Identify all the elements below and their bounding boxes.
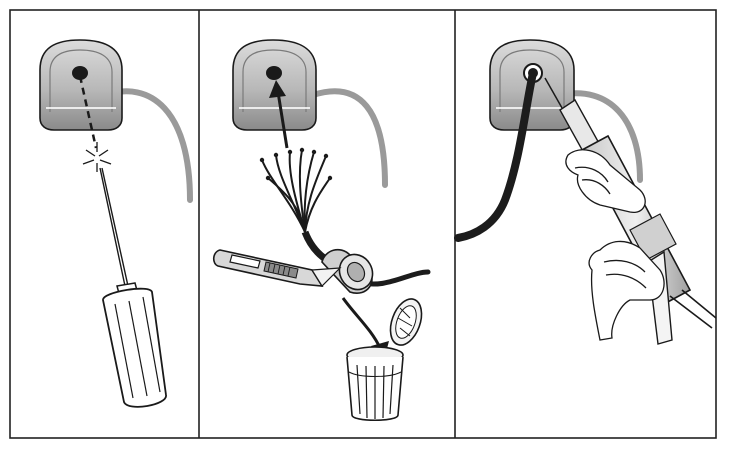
grommet-hole	[266, 66, 282, 80]
waste-bin	[347, 347, 403, 420]
grommet	[40, 40, 122, 130]
